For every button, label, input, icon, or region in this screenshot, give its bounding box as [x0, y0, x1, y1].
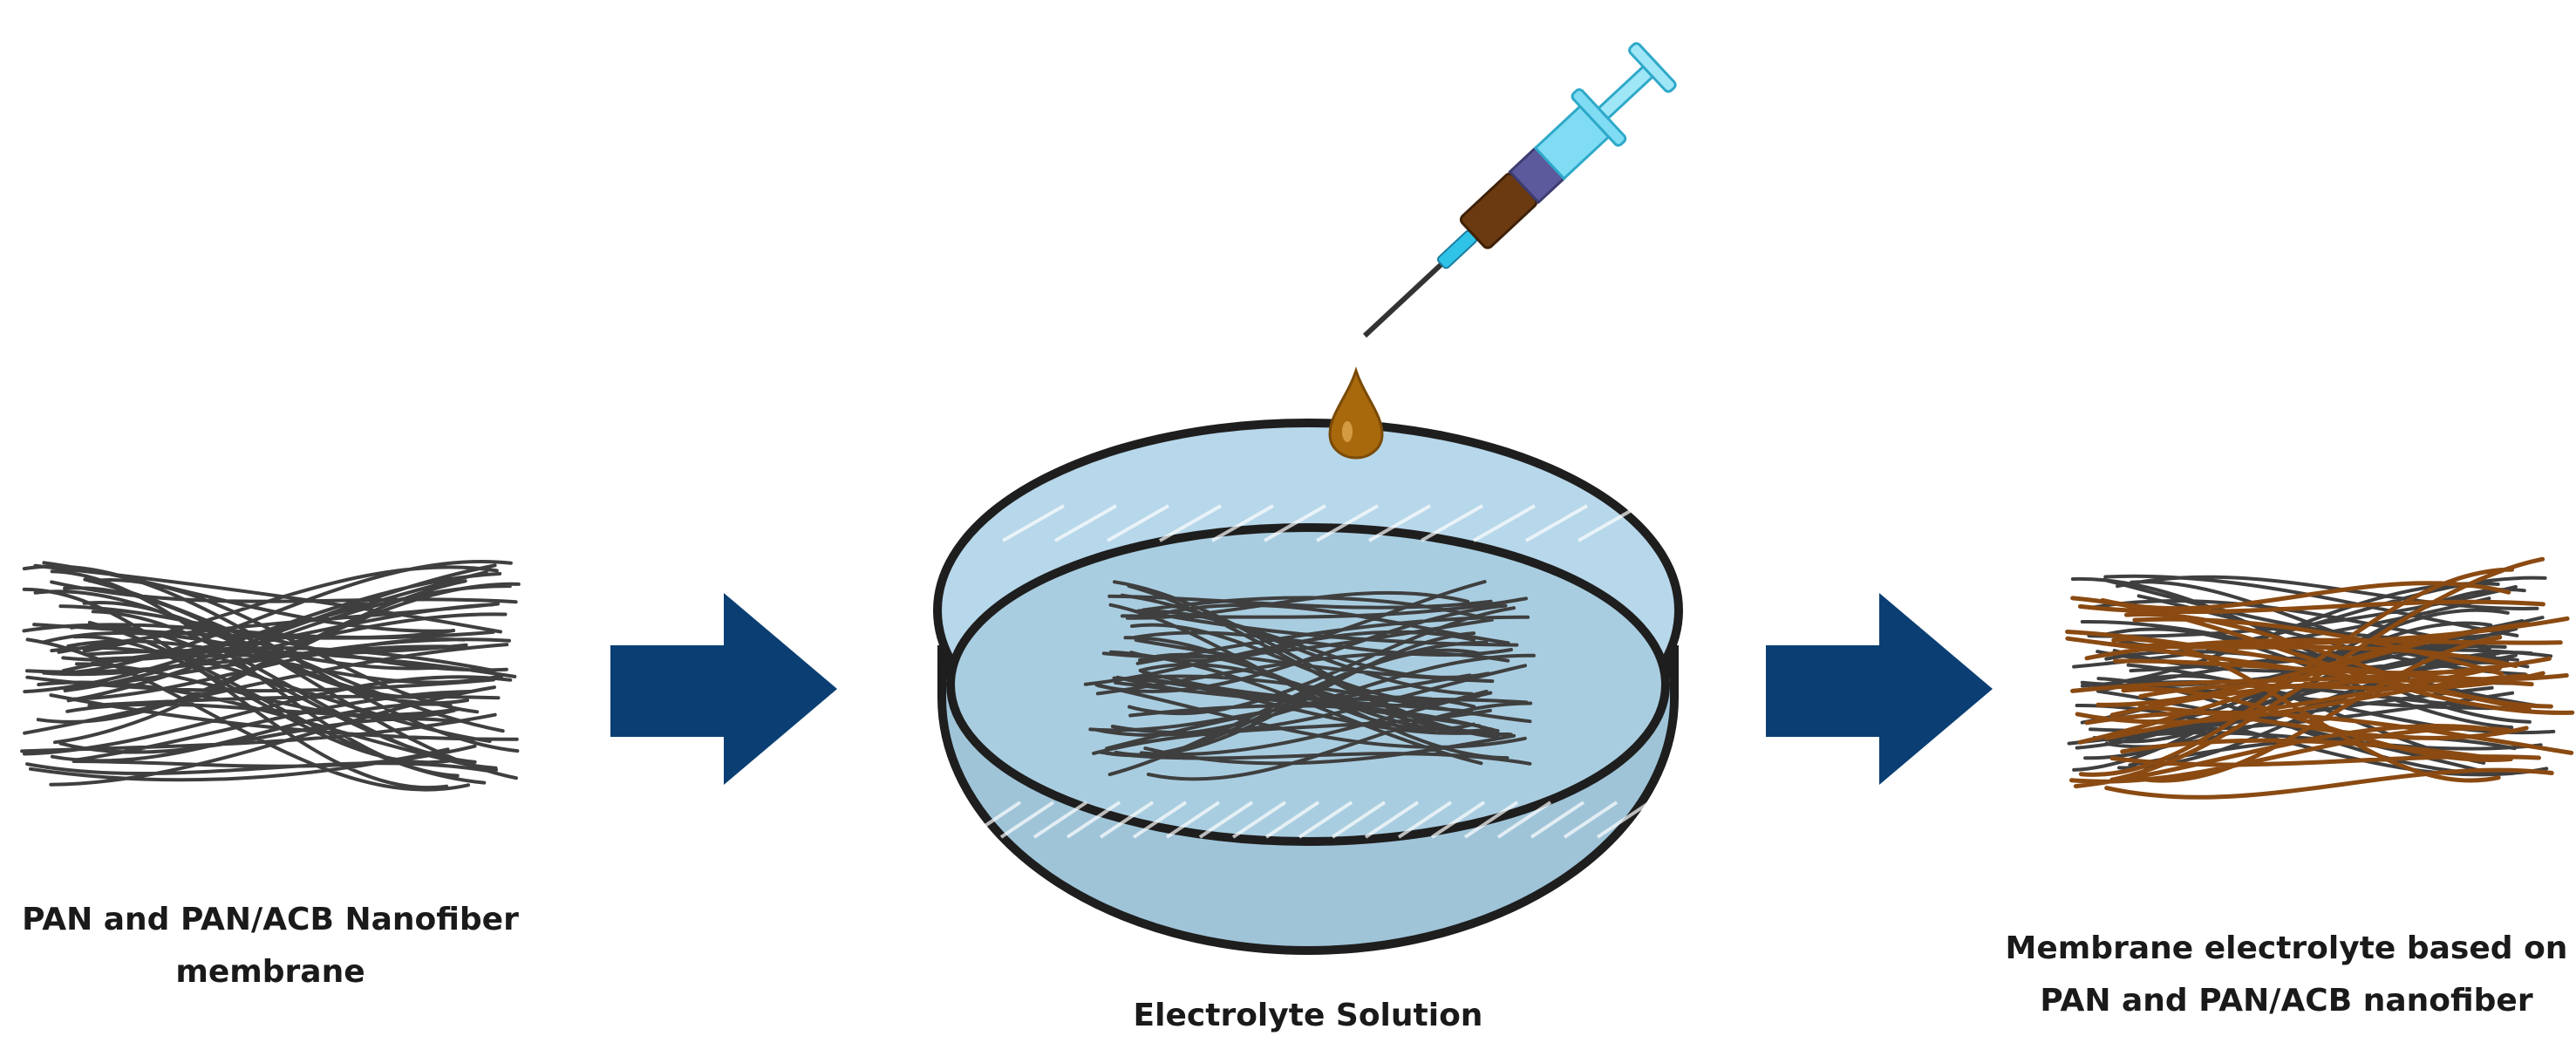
- hatch-line: [1066, 801, 1121, 839]
- label-right-line1: Membrane electrolyte based on: [2005, 930, 2568, 966]
- liquid-drop-icon: [1328, 366, 1384, 460]
- hatch-line: [1578, 504, 1640, 542]
- drop-highlight: [1342, 421, 1353, 442]
- hatch-line: [966, 801, 1022, 839]
- label-left-line2: membrane: [175, 954, 365, 990]
- hatch-line: [1430, 801, 1486, 839]
- hatch-line: [1316, 504, 1379, 542]
- nanofiber-membrane-left: [20, 559, 521, 792]
- label-left-line1: PAN and PAN/ACB Nanofiber: [22, 902, 519, 937]
- hatch-line: [1159, 504, 1222, 542]
- hatch-line: [1231, 801, 1287, 839]
- hatch-line: [1530, 801, 1585, 839]
- fiber-strands: [2065, 556, 2575, 800]
- hatch-line: [1264, 504, 1326, 542]
- label-electrolyte-solution: Electrolyte Solution: [1029, 990, 1587, 1042]
- hatch-line: [1596, 801, 1652, 839]
- hatch-line: [999, 801, 1055, 839]
- process-arrow-2: [1766, 593, 1993, 785]
- nanofiber-membrane-in-dish: [1083, 580, 1536, 781]
- label-nanofiber-membrane: PAN and PAN/ACB Nanofiber membrane: [0, 894, 541, 998]
- hatch-line: [1563, 801, 1619, 839]
- electrolyte-coated-fibers: [2065, 556, 2575, 800]
- petri-dish: [933, 419, 1718, 955]
- hatch-line: [1264, 801, 1320, 839]
- hatch-line: [1331, 801, 1387, 839]
- hatch-line: [1032, 801, 1088, 839]
- hatch-line: [1662, 801, 1718, 839]
- hatch-line: [1463, 801, 1519, 839]
- syringe-icon: [1362, 42, 1677, 338]
- hatch-line: [1473, 504, 1536, 542]
- hatch-line: [1211, 504, 1274, 542]
- hatch-line: [1496, 801, 1552, 839]
- label-middle: Electrolyte Solution: [1133, 998, 1483, 1033]
- hatch-line: [1002, 504, 1065, 542]
- hatch-line: [1421, 504, 1483, 542]
- hatch-line: [1525, 504, 1588, 542]
- label-right-line2: PAN and PAN/ACB nanofiber: [2040, 983, 2533, 1019]
- hatch-line: [1298, 801, 1353, 839]
- hatch-line: [1629, 801, 1685, 839]
- hatch-line: [1132, 801, 1188, 839]
- hatch-line: [1364, 801, 1420, 839]
- hatch-line: [1397, 801, 1453, 839]
- dish-highlight-hatch: [966, 504, 1718, 839]
- hatch-line: [1107, 504, 1169, 542]
- hatch-line: [1165, 801, 1221, 839]
- hatch-line: [1198, 801, 1254, 839]
- fiber-strands: [1083, 580, 1536, 781]
- hatch-line: [1054, 504, 1117, 542]
- hatch-line: [1368, 504, 1431, 542]
- fiber-strands: [20, 559, 521, 792]
- process-arrow-1: [610, 593, 837, 785]
- label-membrane-electrolyte: Membrane electrolyte based on PAN and PA…: [1997, 923, 2576, 1027]
- hatch-line: [1099, 801, 1155, 839]
